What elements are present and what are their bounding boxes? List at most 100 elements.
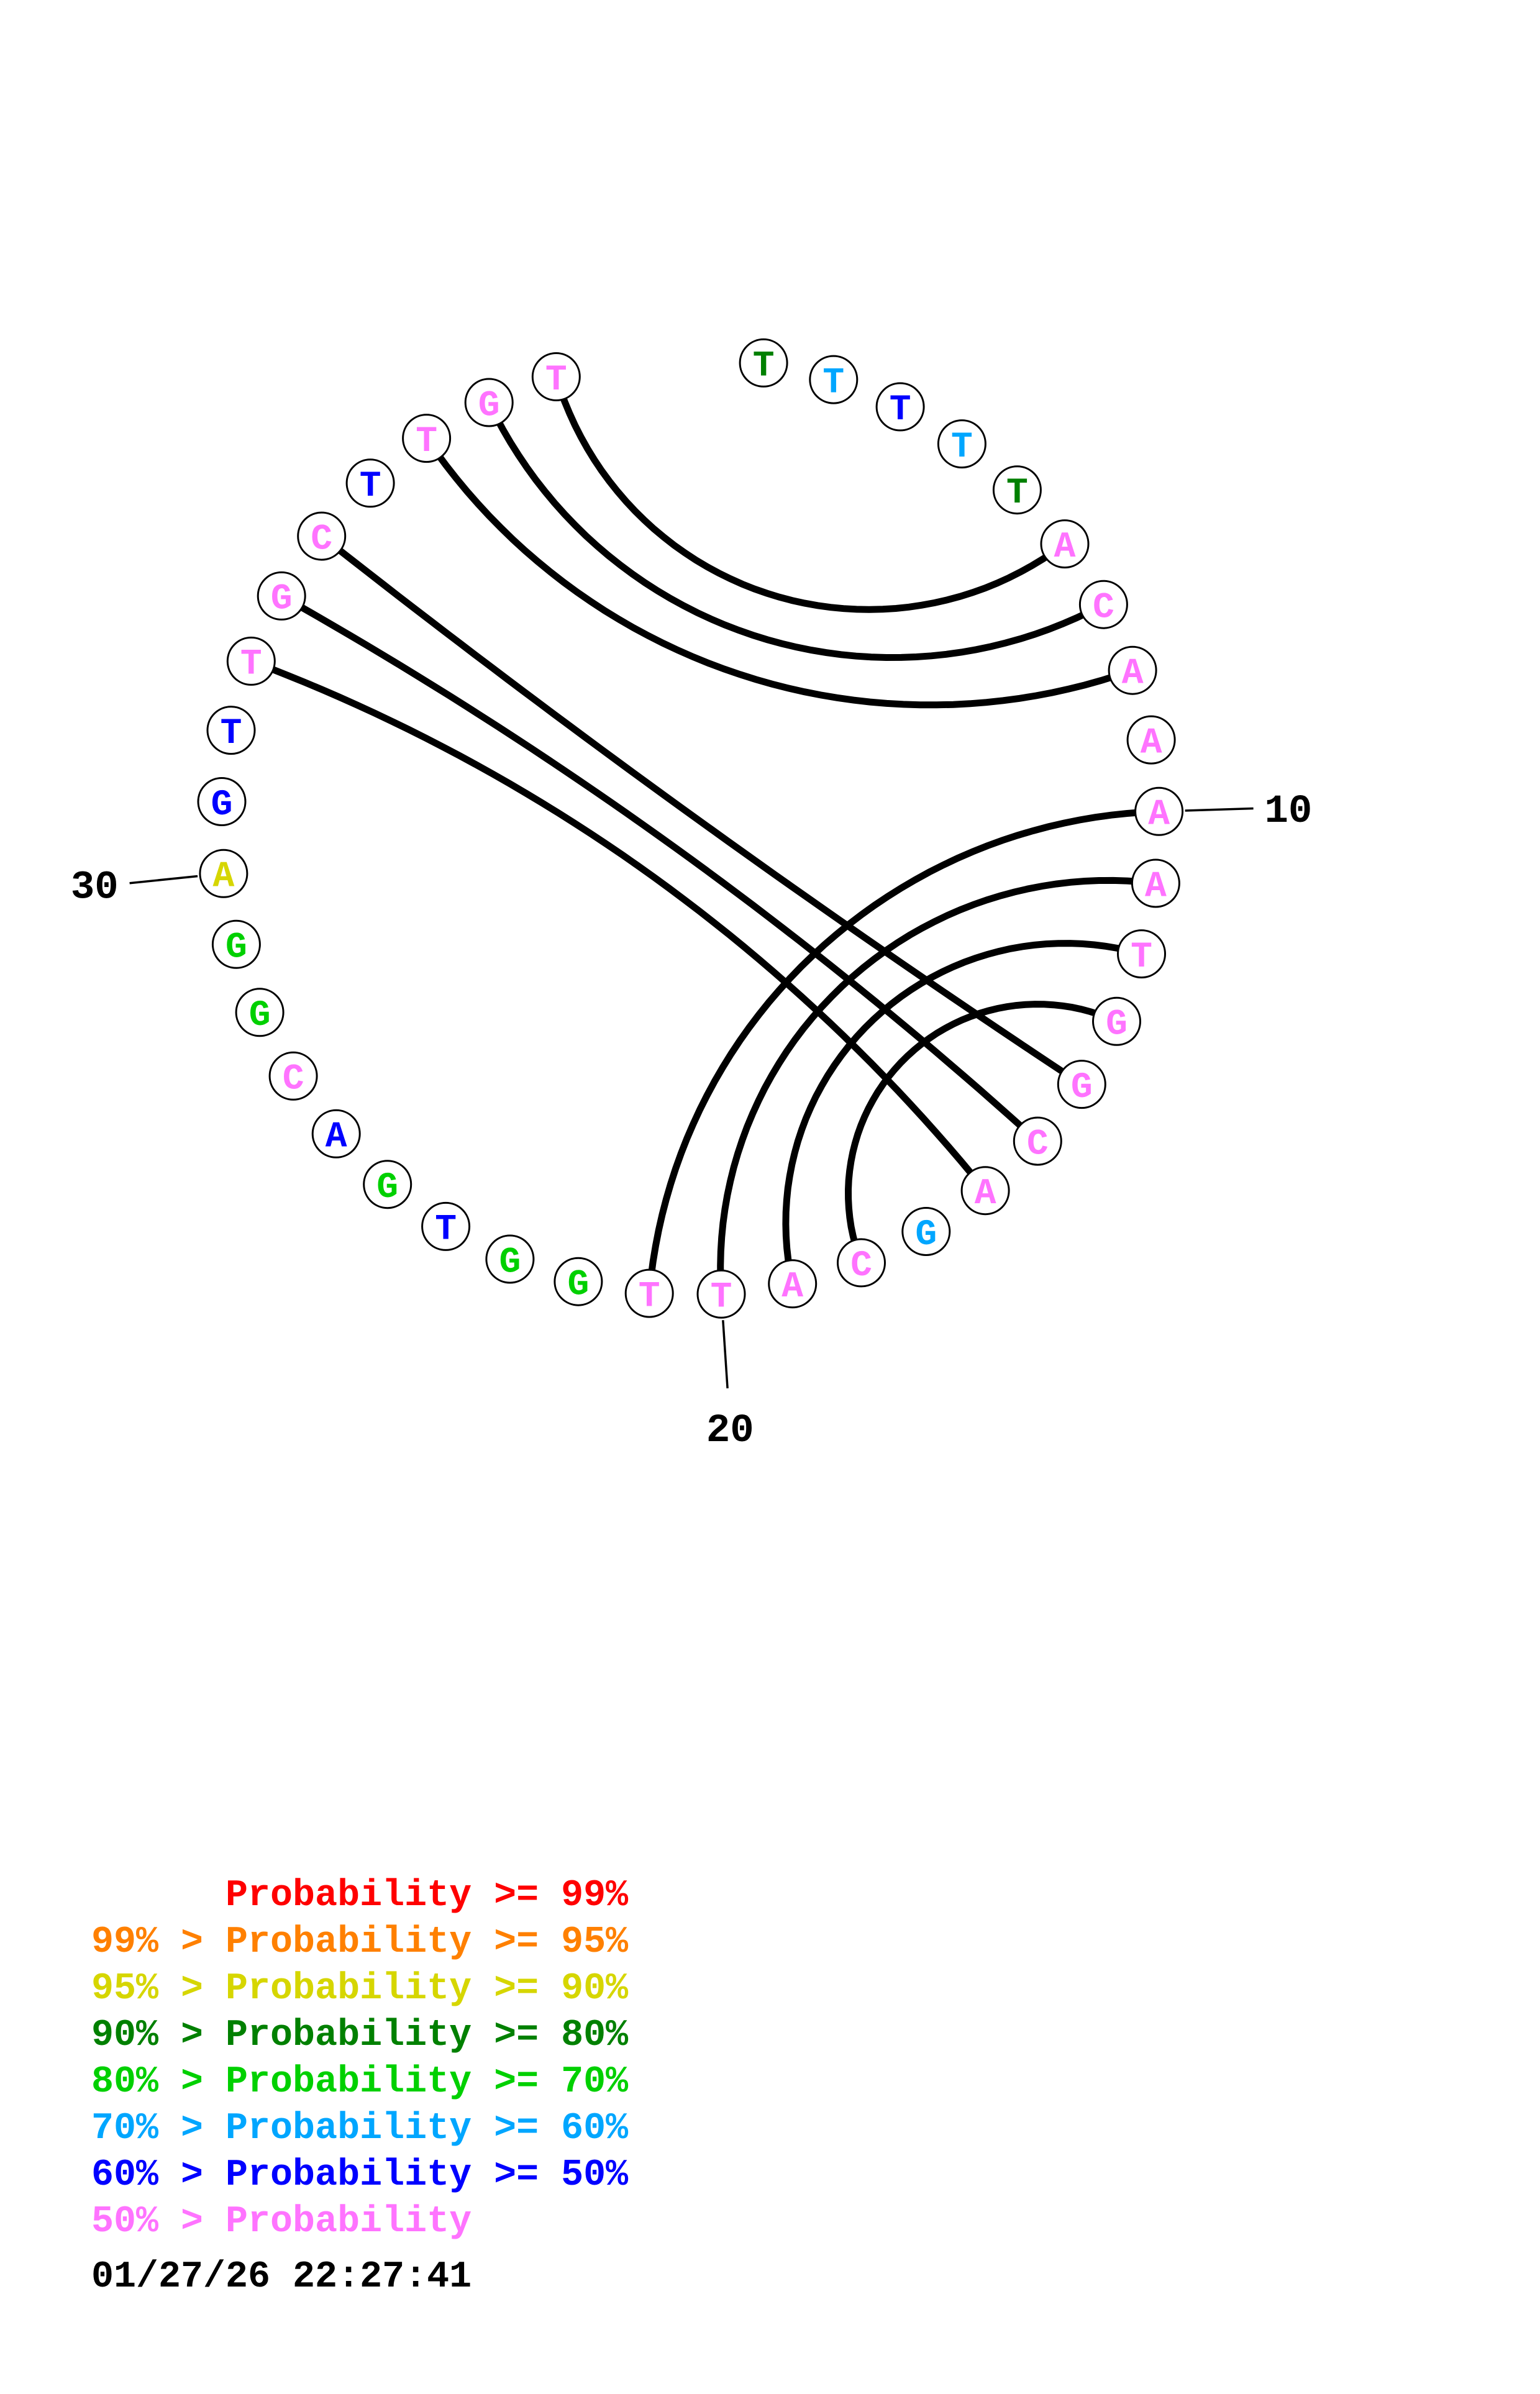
nucleotide-letter: T [753,347,775,387]
nucleotide-circle [1117,929,1166,979]
position-label: 20 [706,1320,754,1454]
nucleotide: G [1057,1060,1106,1109]
nucleotide-letter: A [326,1117,347,1158]
legend-row: 99% > Probability >= 95% [91,1921,629,1964]
base-pair-arc [645,808,1159,1294]
base-pair-arc [250,658,988,1193]
nucleotide: T [739,338,788,388]
legend-row: Probability >= 99% [91,1875,629,1917]
nucleotide: G [464,378,514,427]
nucleotide-circle [739,338,788,388]
nucleotide-letter: T [639,1277,660,1317]
nucleotide: C [837,1238,886,1288]
nucleotide-circle [809,355,859,404]
nucleotide: G [554,1257,603,1306]
nucleotide-letter: T [240,645,262,685]
nucleotide: T [992,465,1042,515]
legend-row: 80% > Probability >= 70% [91,2061,629,2103]
nucleotide-letter: G [499,1242,521,1283]
timestamp: 01/27/26 22:27:41 [91,2256,472,2298]
nucleotide: G [363,1160,412,1209]
position-label-text: 10 [1265,790,1313,834]
nucleotide-circle [402,414,452,463]
position-label-line [1185,807,1254,812]
nucleotide-circle [768,1259,818,1309]
base-pair-arc [782,940,1142,1285]
nucleotide: A [1108,645,1157,695]
base-pair-arc [553,375,1067,613]
nucleotide-circle [1078,580,1128,629]
nucleotide: T [531,352,581,401]
nucleotide-letter: G [567,1265,589,1306]
nucleotide-circle [554,1257,603,1306]
nucleotide-circle [1092,996,1141,1046]
nucleotide-letter: A [1145,867,1167,907]
nucleotide-letter: A [1054,527,1076,568]
nucleotide-letter: A [1148,795,1170,835]
nucleotide-letter: C [1027,1124,1049,1165]
nucleotide-circle [1013,1116,1062,1166]
base-pair-arc [717,876,1156,1295]
legend-row: 95% > Probability >= 90% [91,1968,629,2010]
nucleotide-letter: C [283,1060,304,1100]
nucleotide-letter: A [1141,723,1162,763]
nucleotide: C [297,511,347,561]
nucleotide-letter: C [850,1246,872,1286]
nucleotide-letter: T [1006,473,1028,514]
nucleotide-circle [1126,715,1176,765]
nucleotide-circle [696,1269,746,1319]
nucleotide-circle [226,636,276,686]
nucleotide-circle [268,1051,318,1101]
nucleotide-letter: T [890,390,911,430]
nucleotide-letter: G [271,580,293,620]
nucleotide-letter: G [915,1215,937,1255]
nucleotide-circle [531,352,581,401]
nucleotide: A [311,1109,361,1158]
base-pair-arc [844,1001,1118,1264]
legend-row: 50% > Probability [91,2201,472,2243]
nucleotide: T [937,419,986,469]
nucleotide-circle [199,849,248,898]
nucleotide-circle [1057,1060,1106,1109]
nucleotide: G [1092,996,1141,1046]
nucleotide-letter: G [1106,1005,1128,1045]
nucleotide: T [696,1269,746,1319]
nucleotide-letter: G [478,386,500,426]
nucleotide: A [1134,786,1184,836]
base-pair-arc [424,436,1134,709]
legend-row: 90% > Probability >= 80% [91,2014,629,2057]
nucleotide-letter: T [435,1210,457,1250]
nucleotide: G [197,777,247,826]
nucleotide-letter: T [221,714,242,754]
nucleotide-circle [901,1207,951,1256]
nucleotide-circle [1108,645,1157,695]
nucleotide: C [268,1051,318,1101]
nucleotide: C [1078,580,1128,629]
nucleotide-circle [235,988,285,1037]
nucleotide: T [226,636,276,686]
position-label-text: 20 [706,1409,754,1454]
nucleotide: T [809,355,859,404]
nucleotide: G [235,988,285,1037]
nucleotide-letter: C [311,519,332,560]
nucleotide-letter: T [545,360,567,401]
nucleotide: A [960,1166,1010,1216]
nucleotide-circle [1134,786,1184,836]
nucleotide: T [624,1268,674,1318]
probability-legend: Probability >= 99%99% > Probability >= 9… [91,1733,628,2394]
nucleotide-letter: T [951,427,973,468]
nucleotide: T [1117,929,1166,979]
nucleotide-circle [837,1238,886,1288]
nucleotide-circle [960,1166,1010,1216]
nucleotide-circle [311,1109,361,1158]
position-label-text: 30 [71,866,119,911]
base-pair-arc [319,533,1084,1088]
nucleotide: G [901,1207,951,1256]
nucleotide: G [211,919,261,969]
nucleotide: A [768,1259,818,1309]
nucleotide: T [875,382,925,432]
nucleotide-circle [875,382,925,432]
nucleotide-letter: G [376,1168,398,1208]
